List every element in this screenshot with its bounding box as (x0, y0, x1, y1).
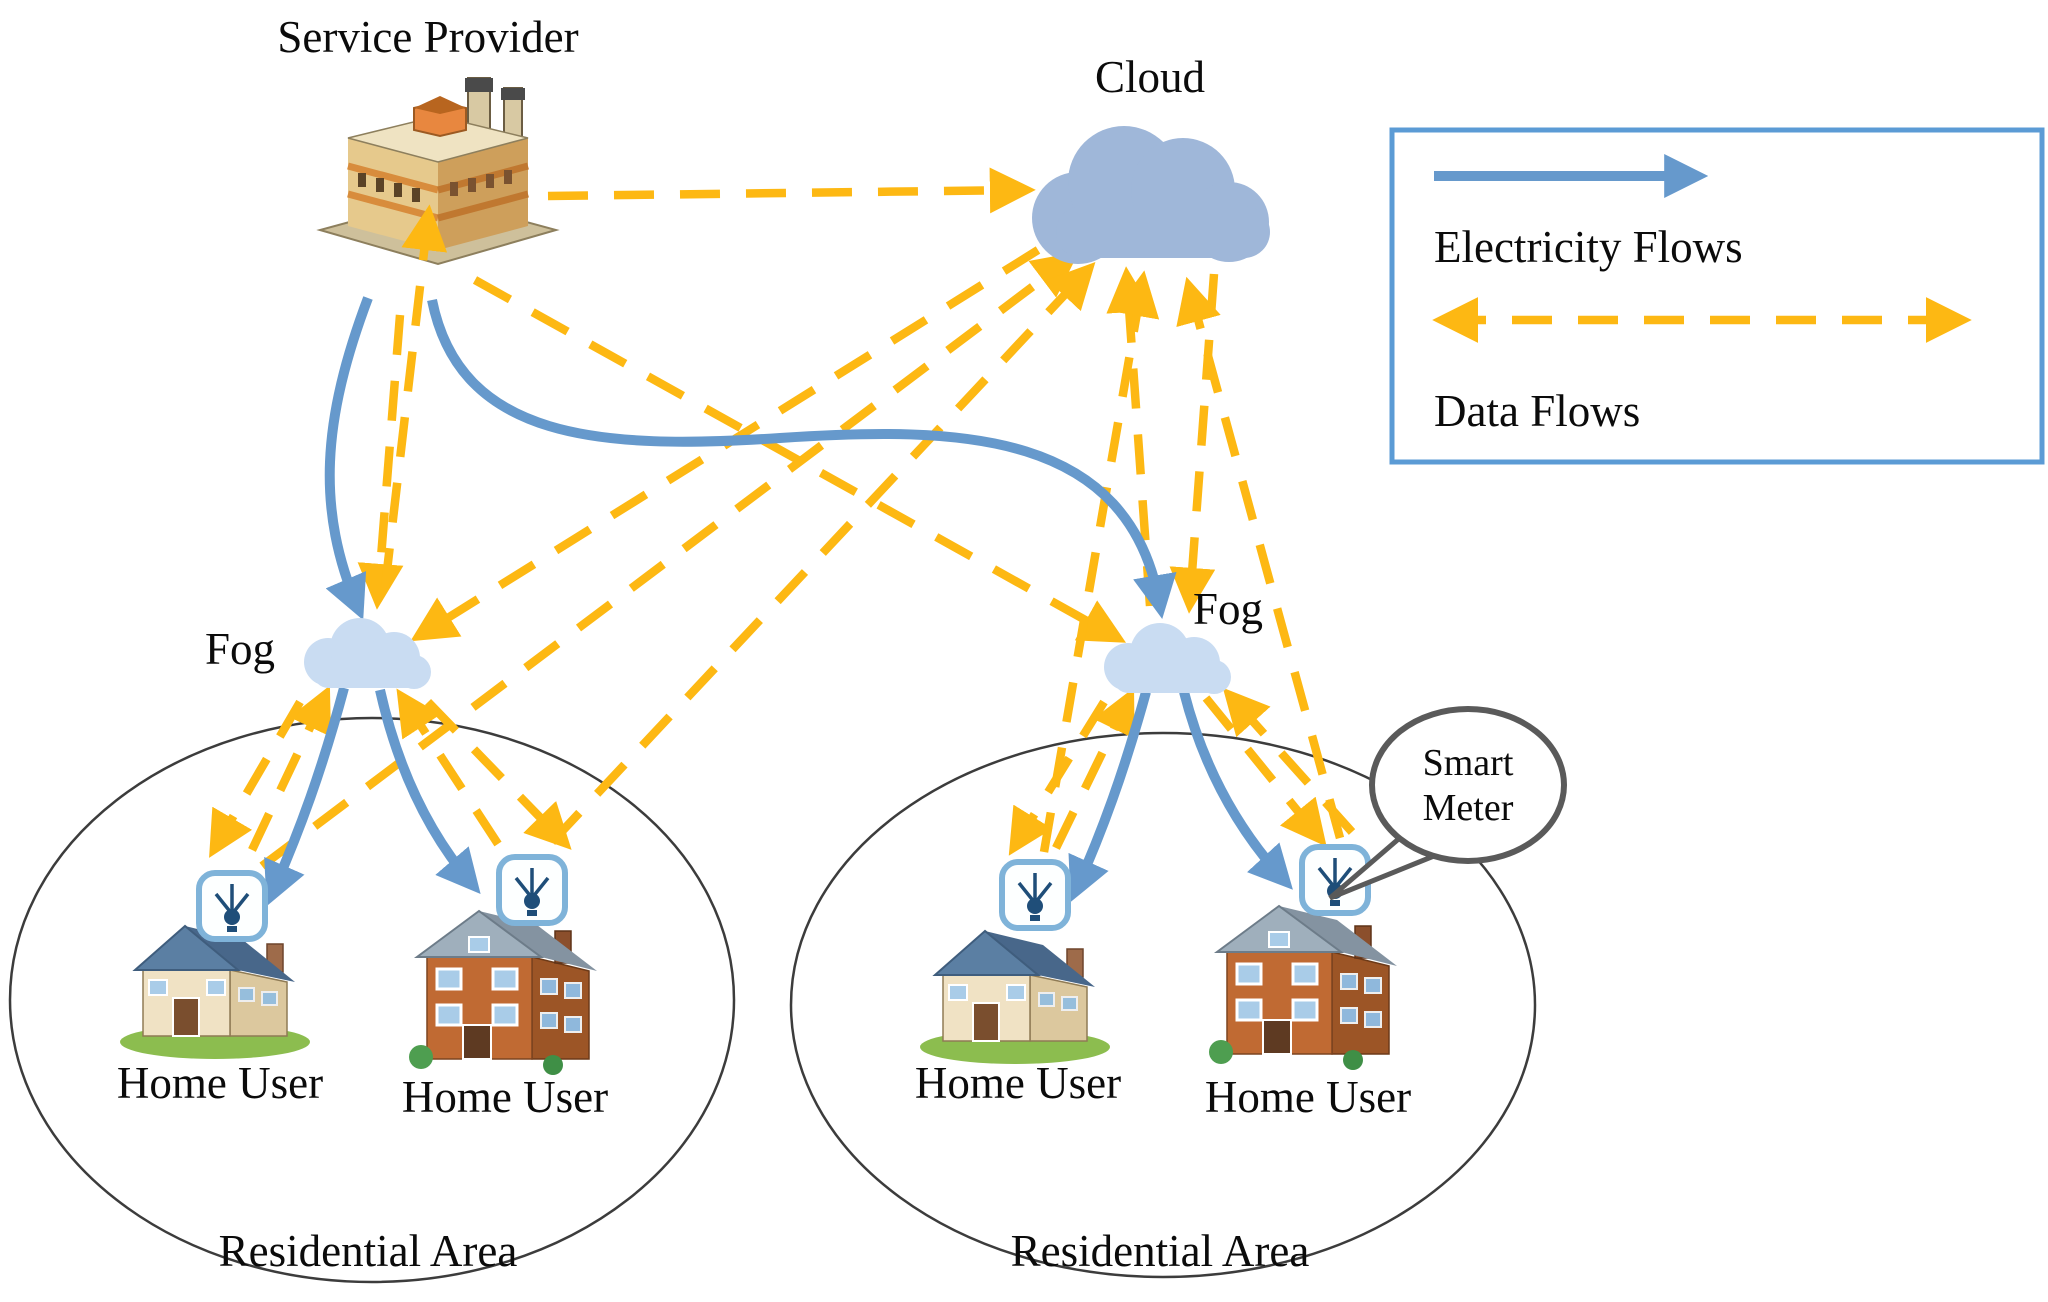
data-flow-arrow (547, 167, 1036, 214)
legend: Electricity Flows Data Flows (1389, 127, 2045, 465)
fog-right-label: Fog (1193, 584, 1263, 634)
data-flow-arrow (1052, 687, 1135, 850)
smart-meter-callout: Smart Meter (1328, 706, 1567, 901)
data-flow-arrow (548, 261, 1096, 845)
smart-meter-callout-line1: Smart (1423, 742, 1514, 784)
fog-left-label: Fog (205, 624, 275, 674)
home-user-1-label: Home User (117, 1058, 323, 1108)
data-flow-arrow (396, 688, 502, 847)
electricity-flow-arrow (1068, 690, 1151, 903)
residential-area-left-label: Residential Area (219, 1226, 518, 1276)
legend-data-label: Data Flows (1434, 386, 1640, 436)
legend-electricity-label: Electricity Flows (1434, 222, 1743, 272)
data-flow-arrow (1169, 273, 1219, 614)
home-user-4-house-icon (1207, 904, 1399, 1072)
speech-bubble (1369, 706, 1567, 864)
residential-area-left-boundary (8, 716, 736, 1284)
data-flow-arrows (209, 167, 1356, 870)
data-flow-arrow (259, 251, 1080, 870)
smart-meter-3-icon (1002, 862, 1068, 928)
data-flow-arrow (472, 276, 1127, 643)
smart-meter-1-icon (199, 873, 265, 939)
data-flow-arrow (1222, 687, 1356, 835)
electricity-flow-arrow (264, 686, 349, 907)
home-user-3-house-icon (919, 930, 1111, 1065)
data-flow-arrow (209, 699, 304, 858)
data-flow-arrow (1008, 699, 1108, 856)
service-provider-label: Service Provider (277, 12, 578, 62)
smart-meter-2-icon (499, 857, 565, 923)
residential-area-right-label: Residential Area (1011, 1226, 1310, 1276)
home-user-2-house-icon (407, 909, 599, 1077)
data-flow-arrow (424, 699, 572, 850)
smart-meter-callout-line2: Meter (1423, 787, 1514, 829)
legend-box (1389, 127, 2045, 465)
residential-area-right-boundary (789, 731, 1537, 1279)
data-flow-arrow (248, 685, 331, 852)
data-flow-arrow (1176, 276, 1345, 840)
electricity-flow-arrow (427, 299, 1177, 620)
data-flow-arrow (1202, 695, 1327, 847)
electricity-flow-arrow (375, 688, 481, 895)
electricity-flow-arrow (1179, 690, 1293, 890)
data-flow-arrow (1106, 266, 1155, 607)
data-flow-arrow (1039, 270, 1160, 853)
cloud-icon (1032, 126, 1270, 264)
home-user-1-house-icon (119, 925, 311, 1060)
cloud-label: Cloud (1095, 52, 1205, 102)
electricity-flow-arrow (324, 296, 373, 621)
home-user-4-label: Home User (1205, 1072, 1411, 1122)
data-flow-arrow (357, 314, 405, 610)
home-user-3-label: Home User (915, 1058, 1121, 1108)
fog-left-cloud-icon (304, 618, 431, 689)
home-user-2-label: Home User (402, 1072, 608, 1122)
electricity-flow-arrows (264, 296, 1293, 907)
service-provider-factory-icon (320, 78, 556, 264)
